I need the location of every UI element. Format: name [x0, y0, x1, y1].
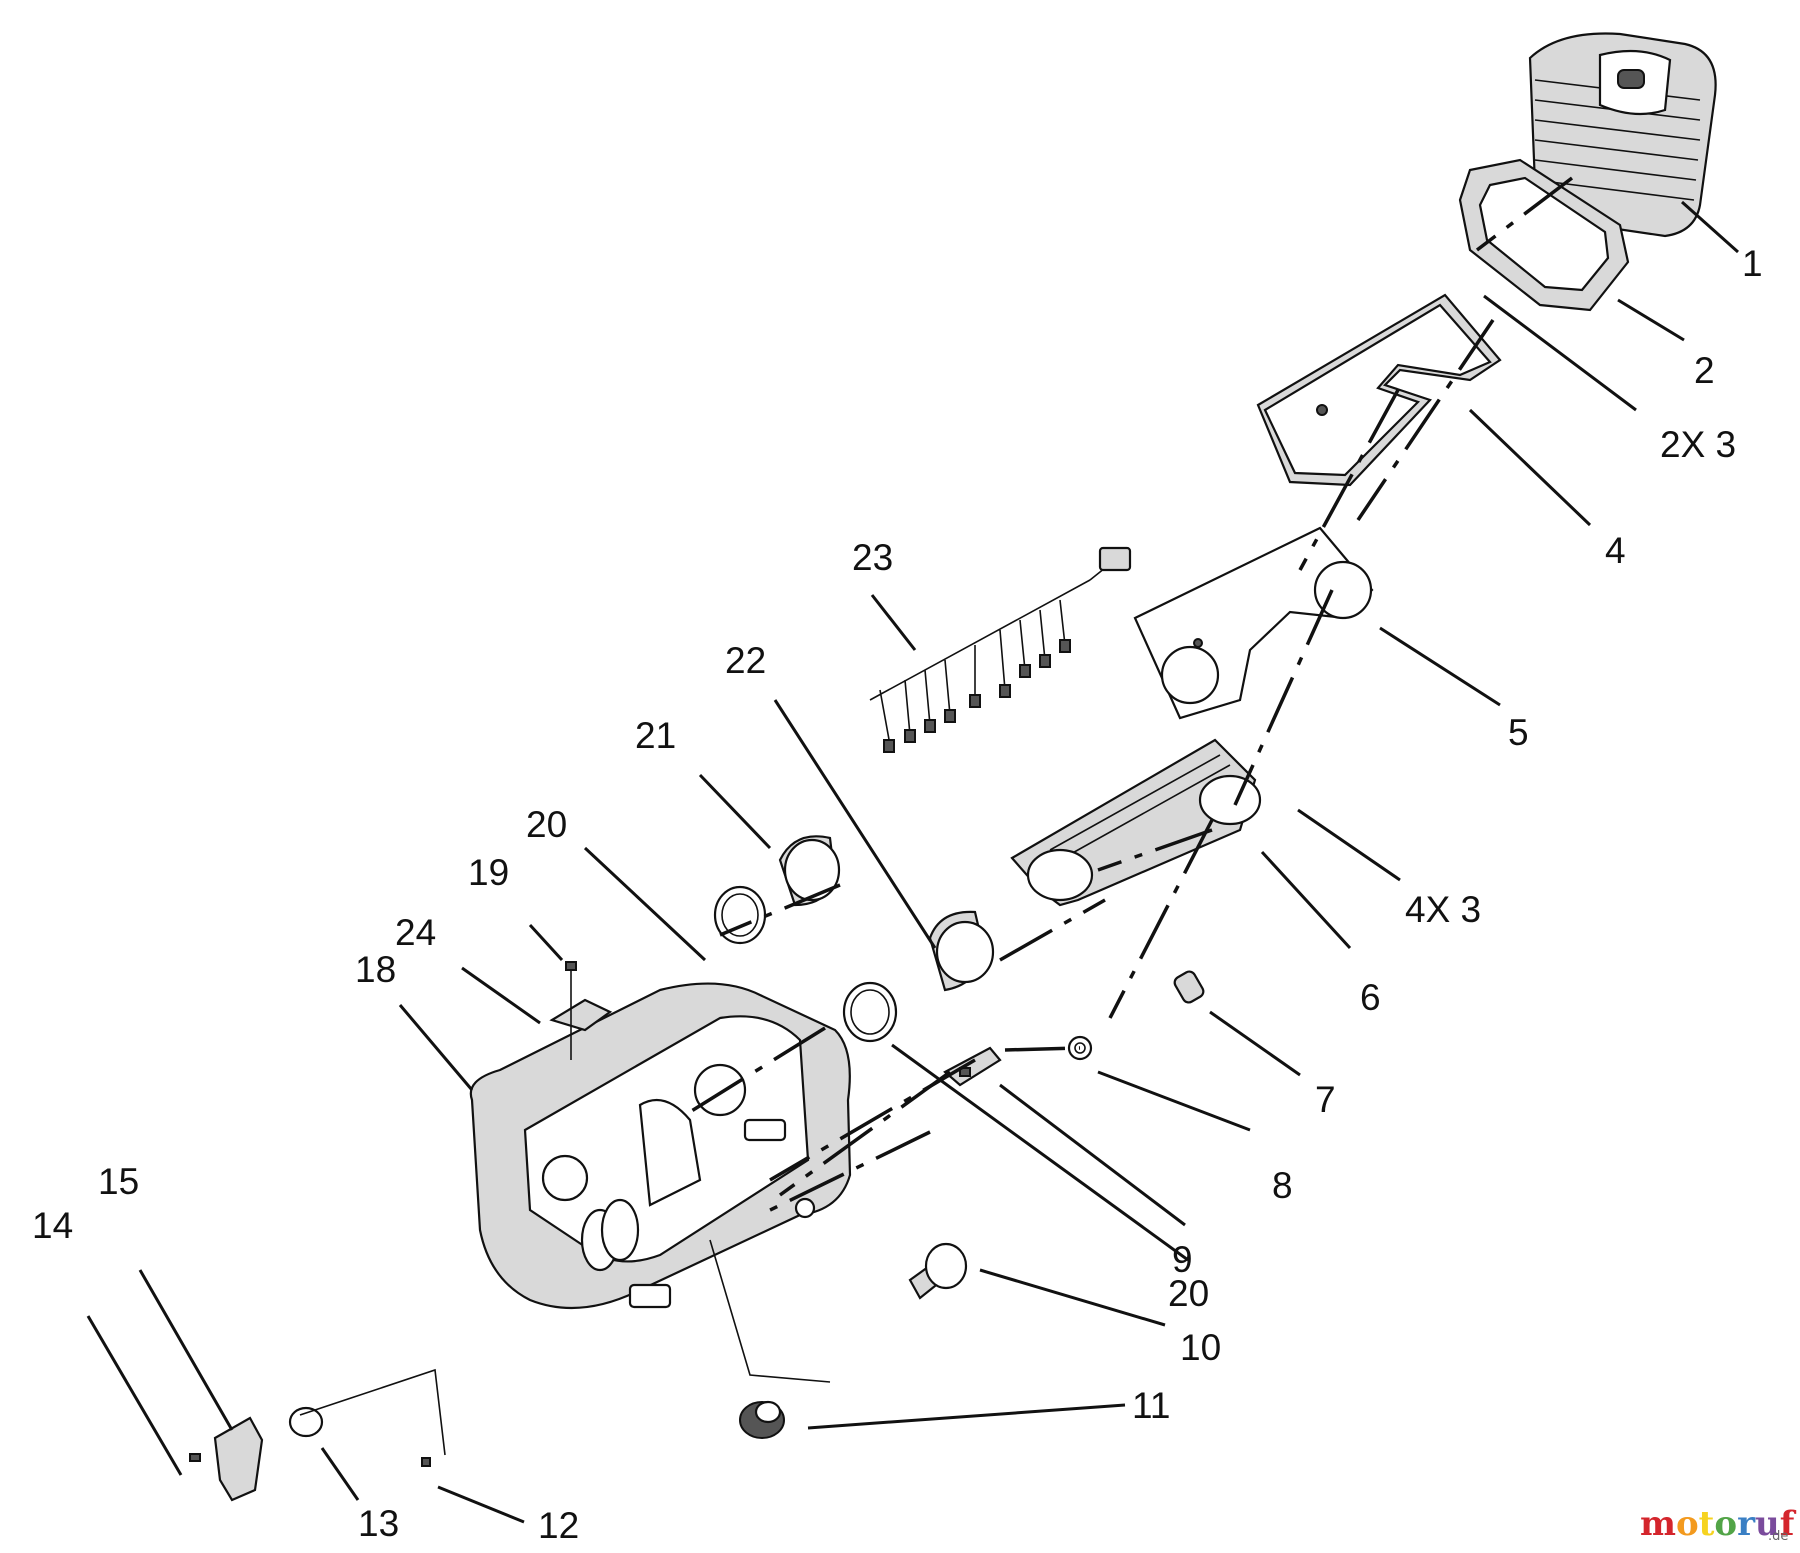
callout-labels: 1 2 2X 3 4 5 6 4X 3 7 8 9 20 10 11 12 13… [32, 243, 1763, 1546]
callout-15: 15 [98, 1161, 139, 1202]
part-6-gauge-housing [1010, 738, 1262, 907]
callout-19: 19 [468, 852, 509, 893]
leader-lines [86, 200, 1739, 1524]
watermark-logo: motoruf .de [1640, 1504, 1797, 1544]
part-14-screw [189, 1453, 201, 1462]
callout-24: 24 [395, 912, 436, 953]
callout-6: 6 [1360, 977, 1381, 1018]
part-10-key-switch [908, 1242, 968, 1300]
callout-20-lower: 20 [1168, 1273, 1209, 1314]
watermark-letter: t [1699, 1504, 1715, 1544]
part-4-plate [1256, 293, 1502, 487]
part-8-nut [1067, 1035, 1093, 1061]
callout-18: 18 [355, 949, 396, 990]
watermark-letter: o [1714, 1504, 1737, 1544]
part-2-bezel [1458, 158, 1630, 312]
callout-4x3: 4X 3 [1405, 889, 1481, 930]
callout-2: 2 [1694, 350, 1715, 391]
callout-10: 10 [1180, 1327, 1221, 1368]
watermark-letter: r [1737, 1504, 1756, 1544]
watermark-letter: f [1780, 1504, 1797, 1544]
part-18-dash-panel [469, 982, 852, 1310]
part-9-switch [943, 1046, 1002, 1087]
part-20-ring-upper [713, 885, 767, 945]
part-7-switch [1173, 970, 1205, 1004]
part-15-bracket [213, 1416, 264, 1502]
part-20-ring-lower [842, 981, 898, 1043]
callout-5: 5 [1508, 712, 1529, 753]
part-5-gasket [1133, 526, 1374, 720]
callout-22: 22 [725, 640, 766, 681]
callout-20-upper: 20 [526, 804, 567, 845]
watermark-suffix: .de [1768, 1529, 1788, 1544]
alignment-lines [299, 176, 1574, 1456]
callout-12: 12 [538, 1505, 579, 1546]
part-21-gauge [778, 835, 841, 907]
watermark-text: motoruf [1640, 1504, 1797, 1544]
callout-11: 11 [1132, 1385, 1170, 1426]
callout-2x3: 2X 3 [1660, 424, 1736, 465]
callout-1: 1 [1742, 243, 1763, 284]
callout-23: 23 [852, 537, 893, 578]
part-11-knob [739, 1400, 785, 1439]
part-22-gauge [928, 910, 995, 992]
part-13-lamp [288, 1406, 324, 1438]
part-23-harness [869, 546, 1132, 753]
part-24-bracket [549, 998, 613, 1032]
callout-8: 8 [1272, 1165, 1293, 1206]
callout-9: 9 [1172, 1239, 1193, 1280]
watermark-letter: o [1676, 1504, 1699, 1544]
watermark-letter: u [1755, 1504, 1780, 1544]
callout-13: 13 [358, 1503, 399, 1544]
watermark-letter: m [1640, 1504, 1676, 1544]
part-19-screw [565, 961, 577, 1060]
callout-14: 14 [32, 1205, 73, 1246]
callout-21: 21 [635, 715, 676, 756]
part-1-cover [1528, 32, 1717, 238]
callout-4: 4 [1605, 530, 1626, 571]
part-12-screw [421, 1457, 431, 1467]
callout-7: 7 [1315, 1079, 1336, 1120]
